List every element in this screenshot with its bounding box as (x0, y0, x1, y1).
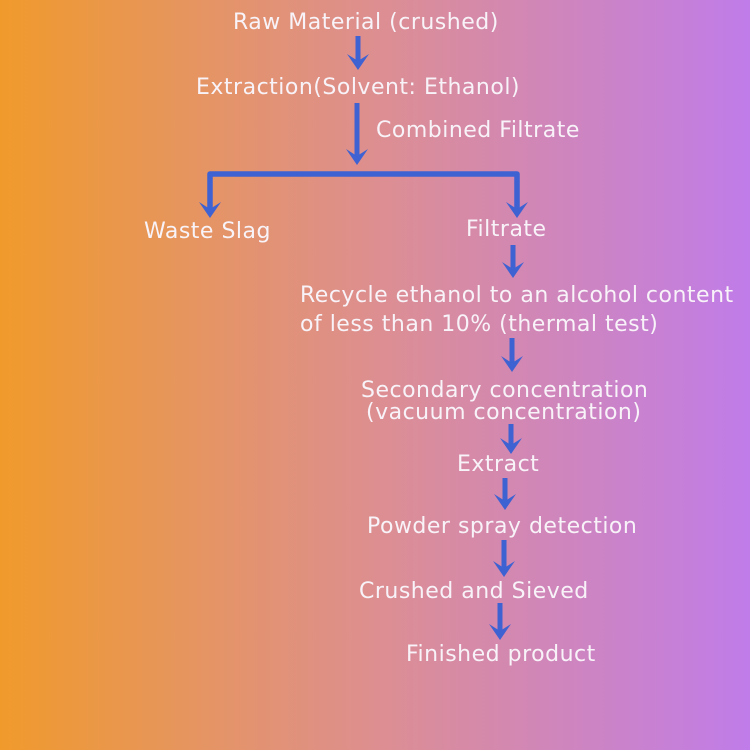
node-secondary-concentration-line2: (vacuum concentration) (366, 400, 642, 425)
arrow-secondary-to-extract-icon (500, 424, 522, 454)
branch-connector-icon (199, 171, 528, 218)
node-finished-product: Finished product (406, 642, 596, 667)
node-powder-spray-detection: Powder spray detection (367, 514, 638, 539)
node-extraction: Extraction(Solvent: Ethanol) (196, 75, 521, 100)
node-combined-filtrate: Combined Filtrate (376, 118, 580, 143)
arrow-crushed-to-finished-icon (489, 603, 511, 640)
node-recycle-ethanol-line2: of less than 10% (thermal test) (300, 312, 659, 337)
arrow-extraction-to-branch-icon (346, 103, 368, 165)
arrow-filtrate-to-recycle-icon (502, 245, 524, 278)
arrow-raw-to-extraction-icon (347, 36, 369, 70)
node-recycle-ethanol-line1: Recycle ethanol to an alcohol content (300, 283, 734, 308)
node-filtrate: Filtrate (466, 217, 547, 242)
node-waste-slag: Waste Slag (144, 219, 271, 244)
arrow-recycle-to-secondary-icon (501, 338, 523, 372)
node-crushed-and-sieved: Crushed and Sieved (359, 579, 589, 604)
node-secondary-concentration-line1: Secondary concentration (361, 378, 649, 403)
arrow-powder-to-crushed-icon (493, 540, 515, 577)
arrow-extract-to-powder-icon (494, 478, 516, 510)
node-raw-material: Raw Material (crushed) (233, 10, 499, 35)
node-extract: Extract (457, 452, 540, 477)
